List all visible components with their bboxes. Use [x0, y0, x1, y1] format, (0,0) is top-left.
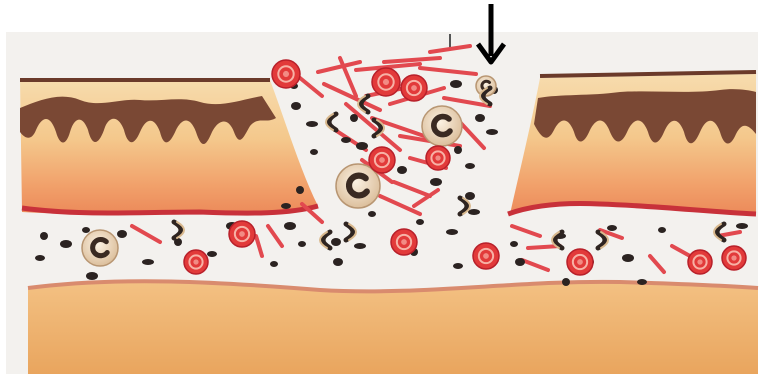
platelet-icon [310, 149, 318, 155]
red-blood-cell-icon [722, 246, 746, 270]
platelet-icon [465, 163, 475, 169]
red-blood-cell-icon [688, 250, 712, 274]
red-blood-cell-icon [369, 147, 395, 173]
platelet-icon [306, 121, 318, 127]
platelet-icon [515, 258, 525, 266]
red-blood-cell-icon [401, 75, 427, 101]
platelet-icon [446, 229, 458, 235]
platelet-icon [475, 114, 485, 122]
platelet-icon [562, 278, 570, 286]
platelet-icon [284, 222, 296, 230]
platelet-icon [453, 263, 463, 269]
leukocyte-icon [82, 230, 118, 266]
platelet-icon [368, 211, 376, 217]
platelet-icon [270, 261, 278, 267]
platelet-icon [430, 178, 442, 186]
platelet-icon [510, 241, 518, 247]
platelet-icon [354, 243, 366, 249]
platelet-icon [397, 166, 407, 174]
platelet-icon [356, 142, 368, 150]
platelet-icon [454, 146, 462, 154]
platelet-icon [622, 254, 634, 262]
platelet-icon [207, 251, 217, 257]
platelet-icon [450, 80, 462, 88]
deep-tissue-layer [28, 281, 758, 374]
red-blood-cell-icon [372, 68, 400, 96]
platelet-icon [331, 238, 341, 246]
platelet-icon [736, 223, 748, 229]
platelet-icon [142, 259, 154, 265]
platelet-icon [281, 203, 291, 209]
platelet-icon [486, 129, 498, 135]
red-blood-cell-icon [567, 249, 593, 275]
platelet-icon [350, 114, 358, 122]
platelet-icon [658, 227, 666, 233]
platelet-icon [298, 241, 306, 247]
red-blood-cell-icon [391, 229, 417, 255]
red-blood-cell-icon [426, 146, 450, 170]
red-blood-cell-icon [184, 250, 208, 274]
platelet-icon [341, 137, 351, 143]
platelet-icon [86, 272, 98, 280]
platelet-icon [117, 230, 127, 238]
platelet-icon [35, 255, 45, 261]
platelet-icon [82, 227, 90, 233]
platelet-icon [637, 279, 647, 285]
platelet-icon [465, 192, 475, 200]
red-blood-cell-icon [473, 243, 499, 269]
platelet-icon [40, 232, 48, 240]
platelet-icon [60, 240, 72, 248]
platelet-icon [296, 186, 304, 194]
platelet-icon [468, 209, 480, 215]
left-skin-block [20, 78, 318, 213]
platelet-icon [607, 225, 617, 231]
leukocyte-icon [422, 106, 462, 146]
red-blood-cell-icon [272, 60, 300, 88]
platelet-icon [333, 258, 343, 266]
platelet-icon [291, 102, 301, 110]
right-skin-block [508, 72, 756, 214]
red-blood-cell-icon [229, 221, 255, 247]
platelet-icon [416, 219, 424, 225]
